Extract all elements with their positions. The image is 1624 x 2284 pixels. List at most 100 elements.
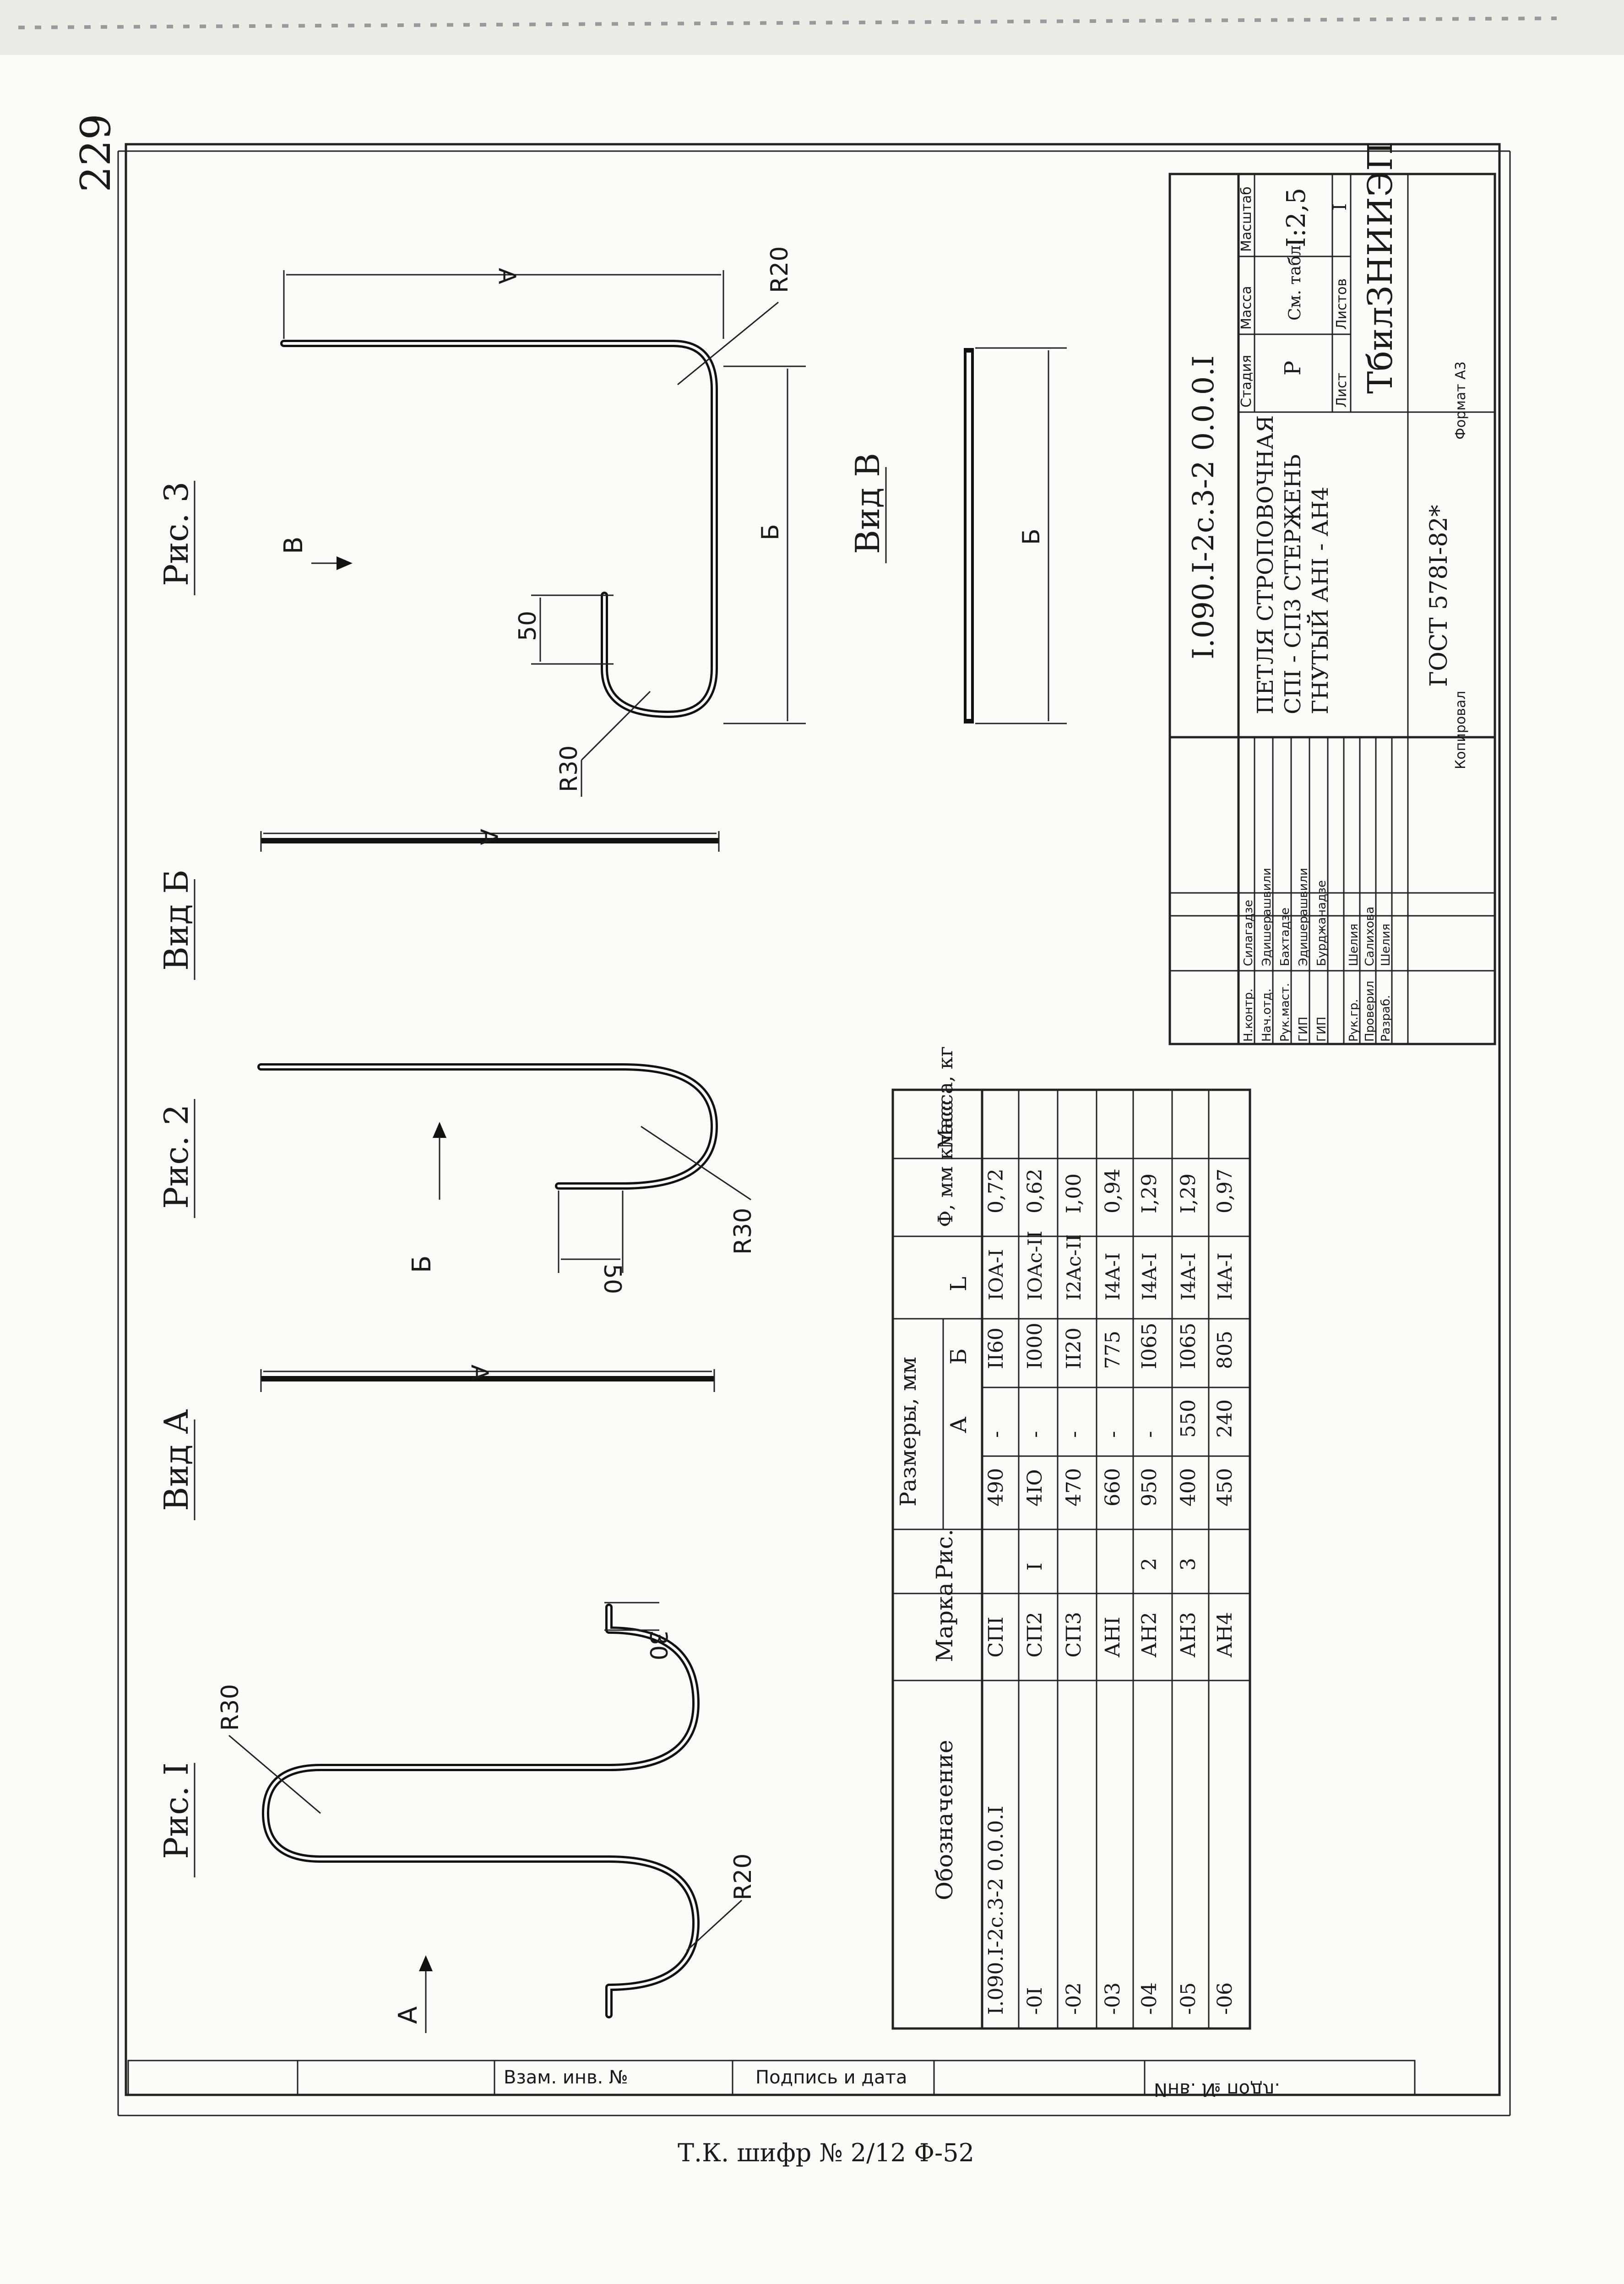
tb-sheets: I — [1330, 203, 1351, 211]
row-fig: 3 — [1177, 1558, 1200, 1571]
scan-noise — [0, 0, 1624, 55]
row-a: 470 — [1062, 1468, 1086, 1506]
tb-sheets-label: Листов — [1334, 278, 1350, 330]
fig3-arrow-v: В — [279, 537, 309, 554]
fig2-bar — [257, 1063, 718, 1190]
tb-format: Формат А3 — [1453, 361, 1469, 440]
row-b: - — [984, 1431, 1008, 1438]
spec-table-rows: I.090.I-2с.3-2 0.0.0.IСПI490-II60IOA-I0,… — [984, 1169, 1237, 2015]
row-diam: IOAс-II — [1024, 1231, 1046, 1300]
row-b: 550 — [1177, 1399, 1200, 1438]
row-mass: I,29 — [1138, 1174, 1161, 1213]
person-role: Проверил — [1363, 981, 1377, 1042]
th-sizes: Размеры, мм — [896, 1357, 921, 1506]
row-designation: -02 — [1062, 1982, 1086, 2015]
viewb-dimA: А — [475, 829, 502, 845]
tb-title-2: СПI - СП3 СТЕРЖЕНЬ — [1280, 454, 1306, 714]
fig3-r20: R20 — [766, 246, 793, 293]
row-diam: I4A-I — [1138, 1253, 1161, 1300]
tb-scale: I:2,5 — [1282, 188, 1311, 247]
tb-copied: Копировал — [1453, 691, 1469, 769]
fig1-dim30: 30 — [644, 1630, 672, 1660]
person-name: Силагадзе — [1242, 900, 1255, 966]
spec-table: Обозначение Марка Рис. Размеры, мм А Б L… — [891, 1046, 1251, 2030]
row-mass: 0,97 — [1213, 1169, 1237, 1213]
row-a: 450 — [1213, 1468, 1237, 1506]
person-name: Эдишерашвили — [1260, 868, 1274, 966]
row-designation: -0I — [1023, 1987, 1047, 2015]
person-role: ГИП — [1297, 1017, 1310, 1042]
person-name: Эдишерашвили — [1297, 868, 1310, 966]
fig3-bar — [280, 340, 718, 718]
viewv-title: Вид В — [848, 453, 887, 554]
tb-title-3: ГНУТЫЙ АНI - АН4 — [1306, 487, 1333, 714]
row-mark: АНI — [1101, 1617, 1124, 1658]
person-name: Шелия — [1347, 924, 1361, 966]
row-l: II20 — [1062, 1327, 1086, 1369]
person-role: Рук.маст. — [1278, 983, 1292, 1042]
margin-note: 229 — [72, 114, 120, 192]
inv-podl-label: Инв. № подл. — [1154, 2079, 1280, 2100]
tb-sheet-label: Лист — [1334, 373, 1350, 408]
view-a: Вид А А — [157, 1365, 715, 1520]
person-name: Бахтадзе — [1278, 908, 1292, 966]
fig2-arrow-b: Б — [407, 1256, 437, 1273]
row-b: - — [1138, 1431, 1161, 1438]
row-a: 660 — [1101, 1468, 1124, 1506]
person-role: Разраб. — [1379, 995, 1393, 1042]
fig1-title: Рис. I — [157, 1762, 196, 1859]
tb-org: ТбилЗНИИЭП — [1361, 141, 1400, 394]
row-diam: I4A-I — [1214, 1253, 1236, 1300]
row-mark: СПI — [984, 1617, 1008, 1658]
row-l: II60 — [984, 1327, 1008, 1369]
row-mass: I,00 — [1062, 1174, 1086, 1213]
row-fig: 2 — [1138, 1558, 1161, 1571]
row-diam: IOA-I — [985, 1249, 1007, 1300]
fig1-bar — [262, 1604, 700, 2018]
fig3-title: Рис. 3 — [157, 482, 196, 586]
row-diam: I4A-I — [1102, 1253, 1124, 1300]
person-role: Н.контр. — [1242, 989, 1255, 1042]
row-diam: I2Aс-II — [1063, 1234, 1085, 1300]
row-mark: АН3 — [1177, 1612, 1200, 1658]
person-role: Нач.отд. — [1260, 989, 1274, 1042]
viewa-title: Вид А — [157, 1409, 196, 1511]
th-mass: Масса, кг — [934, 1046, 957, 1149]
th-designation: Обозначение — [931, 1740, 958, 1901]
row-designation: -04 — [1138, 1982, 1161, 2015]
fig2-dim50: 50 — [598, 1264, 626, 1294]
border-line — [117, 150, 1511, 2116]
person-role: Рук.гр. — [1347, 999, 1361, 1042]
figure-3: Рис. 3 А Б R20 50 R30 В — [157, 246, 806, 797]
th-a: А — [946, 1417, 972, 1433]
tb-standard: ГОСТ 578I-82* — [1425, 505, 1453, 687]
fig2-r30: R30 — [729, 1208, 757, 1255]
side-strip: Инв. № подл. Подпись и дата Взам. инв. № — [127, 2060, 1416, 2100]
view-v: Вид В Б — [848, 347, 1067, 724]
th-b: Б — [946, 1349, 972, 1365]
figure-2: Рис. 2 50 R30 Б — [157, 1063, 757, 1294]
row-designation: -06 — [1213, 1982, 1237, 2015]
viewv-dimB: Б — [1018, 528, 1045, 545]
person-name: Шелия — [1379, 924, 1393, 966]
row-b: 240 — [1213, 1399, 1237, 1438]
row-mass: 0,62 — [1023, 1169, 1047, 1213]
row-b: - — [1062, 1431, 1086, 1438]
viewb-title: Вид Б — [157, 870, 196, 971]
viewa-dimA: А — [466, 1365, 493, 1381]
row-mass: I,29 — [1177, 1174, 1200, 1213]
view-b: Вид Б А — [157, 829, 720, 980]
tb-title-1: ПЕТЛЯ СТРОПОВОЧНАЯ — [1253, 415, 1278, 714]
row-designation: -05 — [1177, 1982, 1200, 2015]
row-l: I000 — [1023, 1323, 1047, 1369]
row-a: 400 — [1177, 1468, 1200, 1506]
row-b: - — [1101, 1431, 1124, 1438]
th-mark: Марка — [931, 1582, 958, 1662]
vzam-label: Взам. инв. № — [504, 2067, 628, 2088]
fig2-title: Рис. 2 — [157, 1104, 196, 1209]
fig1-arrow-a: А — [393, 2007, 423, 2024]
row-l: 775 — [1101, 1331, 1124, 1369]
fig3-dimA: А — [493, 268, 521, 284]
